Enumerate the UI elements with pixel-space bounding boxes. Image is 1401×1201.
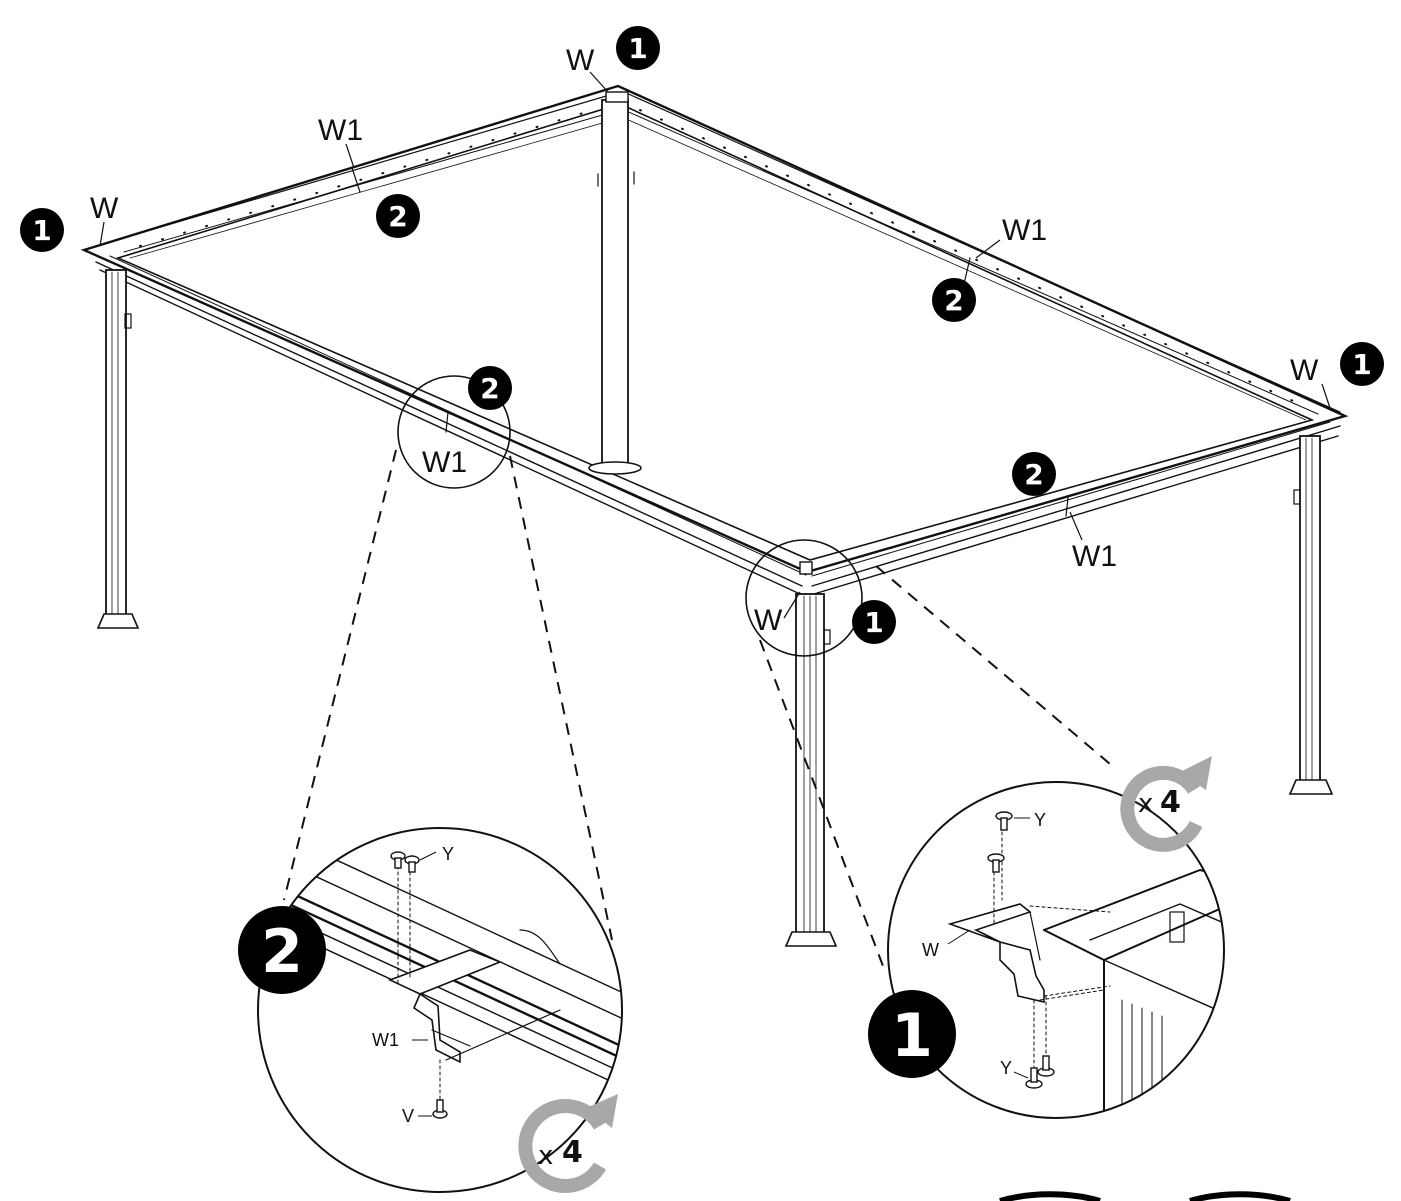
rotate-clockwise-icon	[518, 1094, 618, 1193]
screw-icon	[987, 811, 1055, 1089]
step-badge-icon: 2	[468, 366, 512, 410]
label-y-detail-left: Y	[442, 844, 454, 864]
top-frame-inner	[115, 103, 1315, 561]
svg-text:1: 1	[32, 214, 51, 247]
post-back	[588, 99, 642, 475]
post-left	[96, 269, 140, 629]
top-frame-outer	[80, 84, 1349, 574]
svg-text:2: 2	[944, 284, 963, 317]
label-w-front: W	[754, 604, 783, 637]
label-w-top: W	[566, 44, 595, 77]
label-y-detail-right-bottom: Y	[1000, 1058, 1012, 1078]
callout-leaders	[283, 375, 1111, 975]
svg-text:2: 2	[388, 200, 407, 233]
step-badge-icon: 1	[852, 600, 896, 644]
callout-circle-w	[745, 539, 863, 657]
part-labels: W W W W W1 W1 W1 W1 Y W1 V Y W Y	[90, 44, 1331, 1126]
svg-text:1: 1	[628, 32, 647, 65]
rotate-clockwise-icon	[1120, 756, 1212, 852]
svg-text:1: 1	[891, 1001, 933, 1071]
label-w-right: W	[1290, 354, 1319, 387]
post-right	[1288, 435, 1334, 795]
screw-icon	[390, 851, 448, 1119]
label-w1-back-right: W1	[1002, 214, 1047, 247]
step-badge-icon: 2	[1012, 452, 1056, 496]
step-badge-icon: 1	[616, 26, 660, 70]
quantity-value-right: 4	[1160, 785, 1181, 820]
step-badge-icon: 1	[20, 208, 64, 252]
label-y-detail-right-top: Y	[1034, 810, 1046, 830]
label-w1-detail-left: W1	[372, 1030, 399, 1050]
step-badge-icon: 1	[868, 990, 956, 1078]
label-w-detail-right: W	[922, 940, 939, 960]
post-front	[784, 593, 838, 947]
svg-text:1: 1	[864, 606, 883, 639]
svg-text:2: 2	[261, 917, 303, 987]
label-w1-back-left: W1	[318, 114, 363, 147]
step-badge-icon: 2	[238, 906, 326, 994]
step-badge-icon: 1	[1340, 342, 1384, 386]
label-w-left: W	[90, 192, 119, 225]
step-badge-icon: 2	[376, 194, 420, 238]
callout-circle-w1	[397, 375, 511, 489]
detail-1-corner-bracket	[887, 781, 1225, 1119]
quantity-value-left: 4	[562, 1135, 583, 1170]
svg-text:1: 1	[1352, 348, 1371, 381]
quantity-prefix-right: x	[1138, 789, 1153, 819]
quantity-prefix-left: x	[538, 1141, 553, 1171]
step-badge-icon: 2	[932, 278, 976, 322]
label-v-detail-left: V	[402, 1106, 414, 1126]
svg-text:2: 2	[480, 372, 499, 405]
label-w1-front-left: W1	[422, 446, 467, 479]
svg-text:2: 2	[1024, 458, 1043, 491]
label-w1-front-right: W1	[1072, 540, 1117, 573]
